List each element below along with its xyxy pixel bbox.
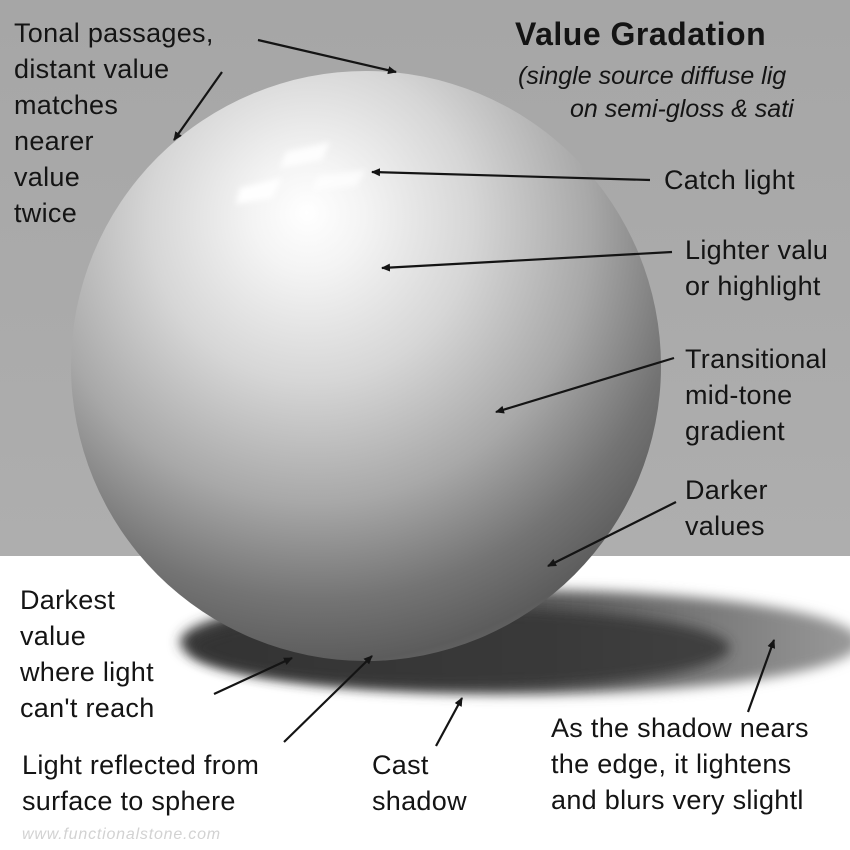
arrow-lighter-values xyxy=(381,250,673,272)
arrow-darkest-value xyxy=(213,657,293,695)
subtitle-line-1: (single source diffuse lig xyxy=(518,62,787,90)
label-tonal-passages: Tonal passages, distant value matches ne… xyxy=(14,18,214,228)
diagram-title: Value Gradation xyxy=(515,16,767,52)
label-light-reflected: Light reflected from surface to sphere xyxy=(22,750,260,816)
catch-light-highlight xyxy=(236,142,366,204)
diagram-subtitle: (single source diffuse lig on semi-gloss… xyxy=(518,60,794,126)
watermark: www.functionalstone.com xyxy=(22,826,221,843)
sphere xyxy=(71,71,661,661)
arrow-tonal-left xyxy=(173,71,223,141)
label-lighter-values: Lighter valu or highlight xyxy=(685,235,829,301)
label-shadow-edge: As the shadow nears the edge, it lighten… xyxy=(551,713,809,815)
label-darkest-value: Darkest value where light can't reach xyxy=(20,585,155,723)
label-catch-light: Catch light xyxy=(664,165,795,195)
leader-arrows xyxy=(173,38,776,747)
arrow-darker-values xyxy=(547,501,677,567)
subtitle-line-2: on semi-gloss & sati xyxy=(570,95,794,123)
arrow-cast-shadow xyxy=(435,697,463,747)
label-cast-shadow: Cast shadow xyxy=(372,750,467,816)
arrow-tonal-top xyxy=(257,38,397,75)
arrow-catch-light xyxy=(371,168,651,182)
arrow-transitional xyxy=(495,356,675,414)
arrow-light-reflected xyxy=(283,655,373,743)
label-transitional: Transitional mid-tone gradient xyxy=(685,344,828,446)
label-darker-values: Darker values xyxy=(685,475,768,541)
arrow-shadow-edge xyxy=(746,639,776,713)
